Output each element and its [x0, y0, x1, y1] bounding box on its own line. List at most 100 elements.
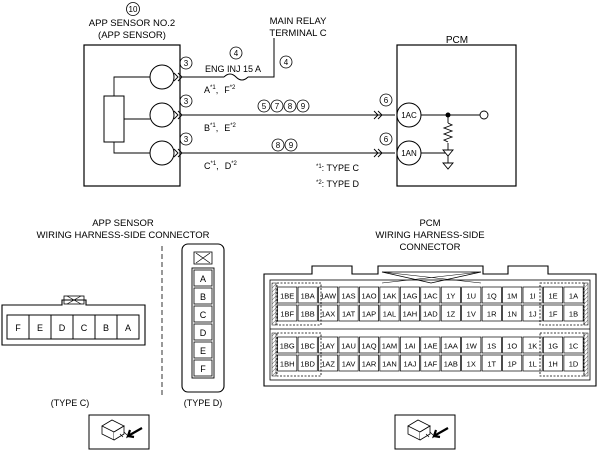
pcm-pin-cell — [338, 354, 359, 372]
pcm-pin-label: 1BA — [301, 292, 315, 301]
pcm-pin-cell — [461, 286, 482, 304]
pcm-pin-label: 1AC — [423, 292, 438, 301]
pcm-pin-cell — [563, 286, 584, 304]
pcm-pin-label: 1G — [548, 342, 558, 351]
pcm-pin-label: 1T — [487, 360, 496, 369]
pcm-pin-label: 1AF — [423, 360, 437, 369]
pcm-pin-cell — [502, 336, 523, 354]
pcm-pin-label: 1AU — [341, 342, 356, 351]
ground-arrow-icon-1 — [442, 149, 454, 157]
pcm-pin-label: 1AK — [382, 292, 396, 301]
pcm-pin-cell — [543, 336, 564, 354]
pcm-pin-cell — [420, 304, 441, 322]
latch-icon — [66, 295, 82, 305]
pcm-pin-cell — [563, 304, 584, 322]
pcm-pin-cell — [277, 286, 298, 304]
pcm-pin-cell — [420, 336, 441, 354]
sensor-element — [103, 95, 125, 143]
wire-ref-8b: 8 — [276, 141, 281, 150]
pcm-wires — [182, 114, 395, 154]
pcm-pin-label: 1BB — [301, 310, 315, 319]
pcm-pin-label: 1AO — [362, 292, 377, 301]
connector-view-icon-left — [88, 414, 150, 450]
pcm-pin-label: 1AG — [402, 292, 417, 301]
pin-label-c: C*1,D*2 — [204, 161, 238, 171]
type-note-c: *1: TYPE C — [316, 163, 360, 173]
latch-icon-d — [195, 252, 211, 264]
pcm-pin-cell — [318, 336, 339, 354]
pcm-pin-label: 1W — [466, 342, 478, 351]
pcm-pin-label: 1AS — [341, 292, 355, 301]
pcm-pin-label: 1AN — [382, 360, 397, 369]
pcm-pin-cell — [399, 354, 420, 372]
pcm-pin-cell — [338, 286, 359, 304]
app-sensor-subtitle: (APP SENSOR) — [98, 30, 166, 41]
pcm-pin-cell — [359, 336, 379, 354]
connector-ref-1: 3 — [184, 59, 189, 68]
type-d-pin-cell — [193, 323, 213, 341]
ground-arrow-icon-2 — [442, 162, 454, 170]
type-d-label: (TYPE D) — [184, 398, 223, 408]
type-d-pin-cell — [193, 341, 213, 359]
pcm-ref-1: 6 — [384, 96, 389, 105]
pcm-pin-label: 1AE — [423, 342, 437, 351]
pcm-pin-cell — [379, 286, 400, 304]
type-d-pin-label: D — [200, 328, 207, 338]
pin-label-b: B*1,E*2 — [204, 123, 237, 133]
fuse-icon — [223, 73, 249, 81]
pcm-pin-label: 1AP — [362, 310, 376, 319]
pcm-pin-label: 1BC — [300, 342, 315, 351]
wire-ref-8: 8 — [288, 102, 293, 111]
pcm-pin-cell — [277, 304, 298, 322]
pcm-pin-label: 1M — [507, 292, 517, 301]
sensor-internal-wiring — [113, 76, 150, 154]
type-d-pin-label: E — [200, 346, 206, 356]
pcm-pin-label: 1AV — [342, 360, 356, 369]
connector-refs: 3 3 3 — [179, 56, 193, 146]
type-c-label: (TYPE C) — [51, 398, 90, 408]
wire-refs-upper: 5 7 8 9 — [257, 99, 310, 113]
app-connector-subtitle: WIRING HARNESS-SIDE CONNECTOR — [37, 230, 210, 241]
pcm-pin-label: 1AW — [320, 292, 337, 301]
pcm-terminal-1ac-label: 1AC — [401, 111, 417, 120]
pcm-connector-subtitle: WIRING HARNESS-SIDE — [375, 230, 484, 241]
type-c-pin-label: B — [103, 323, 109, 333]
pcm-pin-cell — [502, 354, 523, 372]
pcm-pin-label: 1F — [549, 310, 558, 319]
pcm-pin-cell — [318, 286, 339, 304]
pcm-pin-cell — [481, 286, 502, 304]
pcm-pin-label: 1BE — [280, 292, 294, 301]
pcm-pin-cell — [359, 354, 379, 372]
pcm-pin-cell — [379, 304, 400, 322]
app-connector-section: APP SENSOR WIRING HARNESS-SIDE CONNECTOR… — [1, 218, 225, 450]
app-sensor-box — [83, 44, 181, 187]
pcm-pin-cell — [359, 304, 379, 322]
type-d-pin-label: C — [200, 310, 207, 320]
pcm-pin-label: 1AH — [403, 310, 418, 319]
pcm-pin-label: 1BH — [280, 360, 295, 369]
pcm-pin-label: 1U — [466, 292, 476, 301]
pcm-pin-label: 1Z — [446, 310, 455, 319]
pcm-pin-cell — [277, 354, 298, 372]
app-sensor-index: 10 — [129, 5, 138, 14]
main-relay-label: MAIN RELAY — [270, 16, 328, 27]
pcm-pin-cell — [338, 336, 359, 354]
resistor-icon — [442, 122, 454, 143]
pcm-pin-cell — [297, 304, 318, 322]
pcm-pin-label: 1V — [467, 310, 476, 319]
pcm-pin-label: 1E — [548, 292, 557, 301]
pcm-terminal-1an-label: 1AN — [401, 149, 417, 158]
pcm-pin-label: 1K — [528, 342, 537, 351]
app-connector-title: APP SENSOR — [92, 218, 154, 229]
junction-dot — [445, 112, 451, 118]
pcm-pin-label: 1AX — [321, 310, 335, 319]
pin-label-a: A*1,F*2 — [204, 85, 236, 95]
pcm-pin-label: 1BG — [280, 342, 295, 351]
pcm-pin-label: 1AT — [342, 310, 356, 319]
type-c-pin-label: F — [15, 323, 21, 333]
pcm-pin-label: 1AM — [382, 342, 397, 351]
type-d-pin-cell — [193, 305, 213, 323]
pcm-pin-cell — [399, 304, 420, 322]
pcm-pin-cell — [379, 336, 400, 354]
